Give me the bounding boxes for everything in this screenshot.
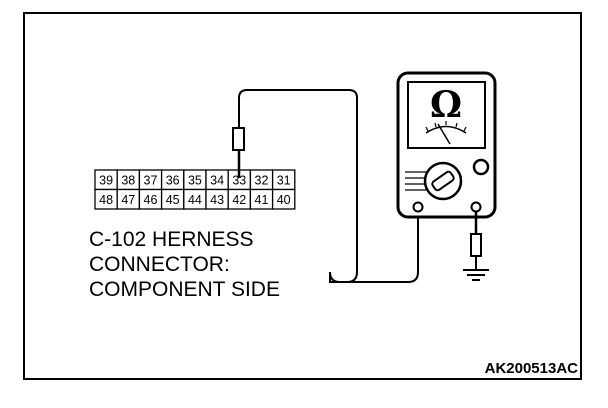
pin-label-43: 43 <box>210 193 224 207</box>
connector-c102: 39 38 37 36 35 34 33 32 31 48 47 46 45 44 43 42 41 40 <box>94 169 296 210</box>
pin-label-35: 35 <box>188 174 202 188</box>
pin-label-45: 45 <box>166 193 180 207</box>
pin-label-47: 47 <box>121 193 135 207</box>
pin-label-48: 48 <box>99 193 113 207</box>
caption-line-3: COMPONENT SIDE <box>89 278 280 301</box>
pin-cell <box>271 188 296 210</box>
pin-label-38: 38 <box>121 174 135 188</box>
caption-line-2: CONNECTOR: <box>89 253 230 276</box>
pin-label-31: 31 <box>277 174 291 188</box>
ground-lead <box>470 212 482 270</box>
pin-label-34: 34 <box>210 174 224 188</box>
test-lead-wire <box>238 89 419 283</box>
caption-line-1: C-102 HERNESS <box>89 228 254 251</box>
pin-label-32: 32 <box>255 174 269 188</box>
pin-label-40: 40 <box>277 193 291 207</box>
pin-row-bottom: 48 47 46 45 44 43 42 41 40 <box>94 188 296 210</box>
range-selector-dial <box>405 161 463 201</box>
zero-adjust-knob <box>472 158 490 176</box>
ohmmeter-icon: Ω <box>396 71 497 219</box>
pin-label-39: 39 <box>99 174 113 188</box>
pin-label-42: 42 <box>232 193 246 207</box>
pin-label-44: 44 <box>188 193 202 207</box>
connector-caption: C-102 HERNESS CONNECTOR: COMPONENT SIDE <box>89 228 280 301</box>
pin-label-33: 33 <box>232 174 246 188</box>
pin-row-top: 39 38 37 36 35 34 33 32 31 <box>94 169 296 191</box>
ohm-symbol: Ω <box>430 84 462 126</box>
figure-frame <box>23 12 582 380</box>
pin-label-36: 36 <box>166 174 180 188</box>
meter-terminal-left <box>412 201 424 213</box>
meter-needle <box>437 123 451 145</box>
pin-label-37: 37 <box>144 174 158 188</box>
ground-symbol-icon <box>463 269 489 281</box>
pin-label-41: 41 <box>255 193 269 207</box>
pin-label-46: 46 <box>144 193 158 207</box>
meter-terminal-right <box>470 201 482 213</box>
figure-code: AK200513AC <box>485 360 579 377</box>
